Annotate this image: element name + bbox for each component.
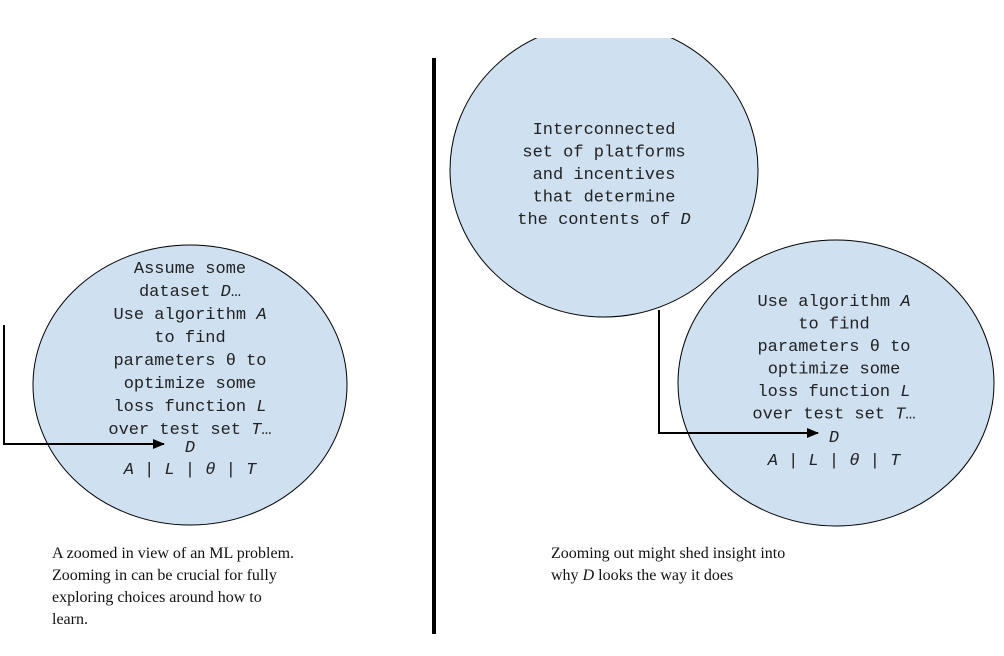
circle-text-line: that determine (533, 189, 676, 208)
left-caption: A zoomed in view of an ML problem. Zoomi… (52, 543, 392, 631)
left-caption-line: exploring choices around how to (52, 589, 262, 606)
circle-text-line: optimize some (768, 361, 901, 380)
left-components-line: A | L | θ | T (123, 461, 257, 480)
circle-text-line: parameters θ to (113, 352, 266, 371)
right-caption-line: why D looks the way it does (551, 565, 871, 587)
right-caption: Zooming out might shed insight into why … (551, 543, 871, 587)
left-caption-line: A zoomed in view of an ML problem. (52, 545, 295, 562)
left-circle-text: Assume some dataset D… Use algorithm A to f… (108, 260, 271, 440)
circle-text-line: dataset D… (139, 283, 241, 302)
left-arrow (3, 325, 165, 449)
circle-text-line: optimize some (124, 375, 257, 394)
circle-text-line: set of platforms (522, 144, 685, 163)
circle-text-line: Interconnected (533, 121, 676, 140)
right-caption-symbol: D (582, 567, 595, 584)
left-caption-line: learn. (52, 611, 88, 628)
left-circle (32, 244, 348, 526)
right-caption-prefix: why (551, 567, 583, 584)
lower-right-circle-text: Use algorithm A to find parameters θ to opt… (752, 293, 915, 425)
upper-right-circle-text: Interconnected set of platforms and incent… (517, 121, 690, 230)
lower-right-circle (677, 239, 995, 527)
circle-text-line: and incentives (533, 166, 676, 185)
circle-text-line: the contents of D (517, 211, 690, 230)
circle-text-line: to find (798, 316, 869, 335)
right-components-line: A | L | θ | T (767, 452, 901, 471)
left-caption-line: Zooming in can be crucial for fully (52, 567, 277, 584)
circle-text-line: loss function L (113, 398, 266, 417)
circle-text-line: over test set T… (108, 421, 271, 440)
circle-text-line: Use algorithm A (113, 306, 266, 325)
upper-right-circle (449, 38, 759, 318)
right-arrow (658, 310, 819, 438)
circle-text-line: loss function L (757, 383, 910, 402)
circle-text-line: Assume some (134, 260, 246, 279)
right-caption-line: Zooming out might shed insight into (551, 545, 786, 562)
circle-text-line: parameters θ to (757, 338, 910, 357)
circle-text-line: to find (154, 329, 225, 348)
right-caption-suffix: looks the way it does (594, 567, 734, 584)
circle-text-line: Use algorithm A (757, 293, 910, 312)
left-arrow-target-label: D (185, 439, 195, 458)
circle-text-line: over test set T… (752, 406, 915, 425)
right-arrow-target-label: D (829, 429, 839, 448)
